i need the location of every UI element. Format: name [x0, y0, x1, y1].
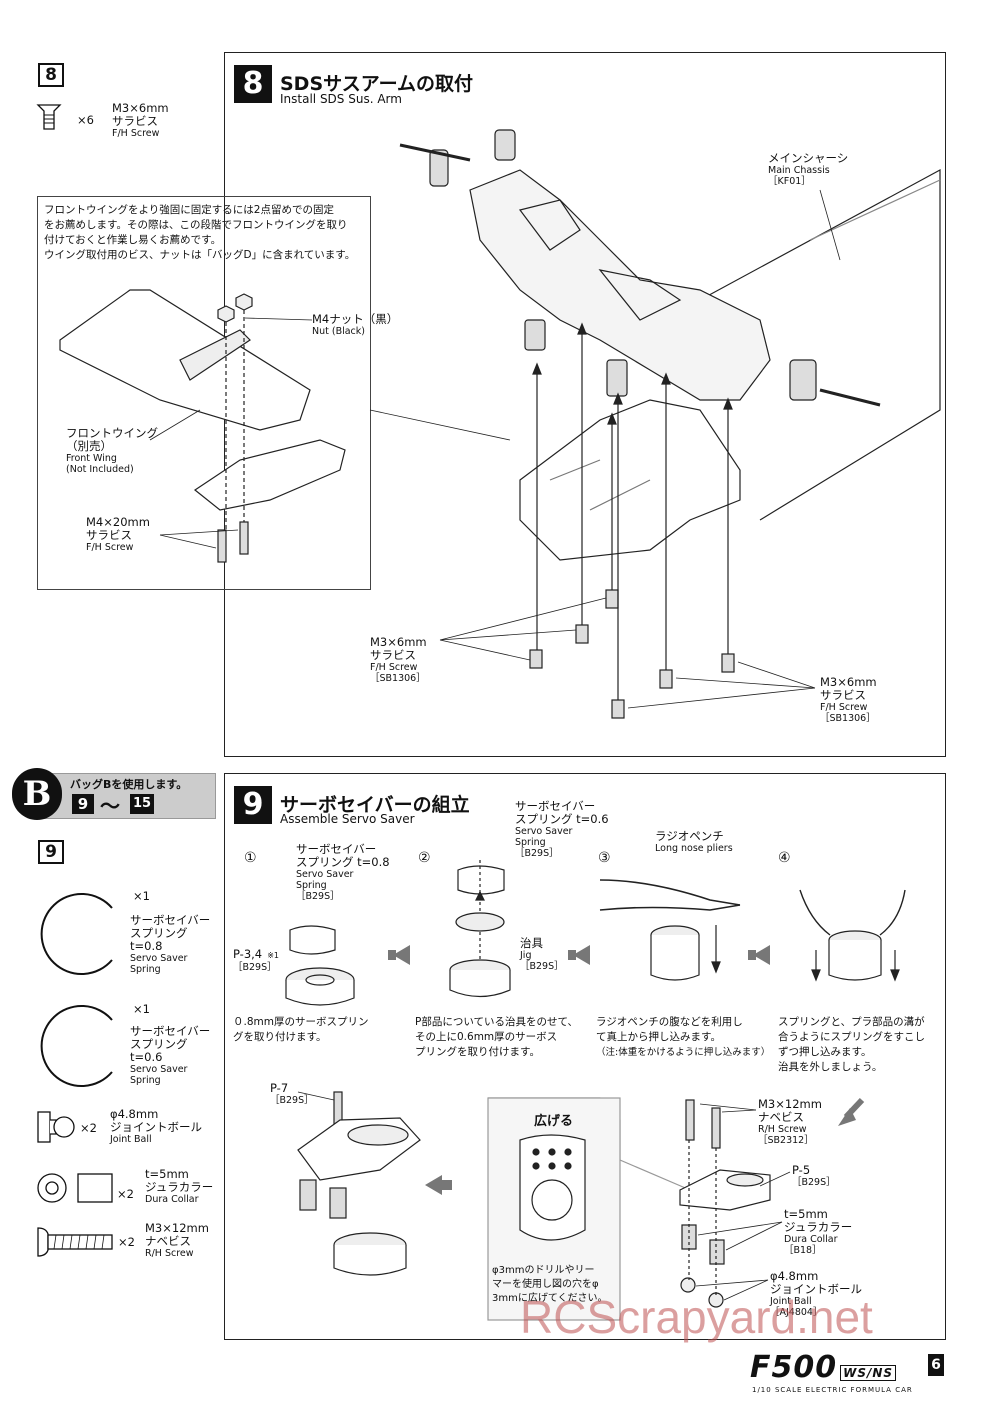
part-name-jp: サラビス: [112, 114, 158, 128]
step-8-badge: 8: [234, 65, 272, 103]
bag-b-to: 15: [130, 794, 154, 814]
part-qty: ×6: [77, 113, 94, 127]
spring-06-qty: ×1: [133, 1002, 150, 1016]
step-9-badge: 9: [234, 786, 272, 824]
joint-ball-label: φ4.8mm ジョイントボール Joint Ball: [110, 1107, 202, 1146]
spring-06-label: サーボセイバー スプリング t=0.6 Servo Saver Spring: [130, 1024, 211, 1087]
front-wing-label: フロントウイング （別売） Front Wing (Not Included): [66, 426, 158, 476]
step-9-sidebar-number: 9: [38, 840, 64, 864]
spring-ring-icon: [40, 893, 113, 975]
collar-qty: ×2: [117, 1187, 134, 1201]
screw-qty: ×2: [118, 1235, 135, 1249]
substep-4-number: ④: [778, 850, 791, 866]
sub1-part-label: P-3,4 ※1 ［B29S］: [233, 947, 280, 974]
step-9-illustration: [285, 860, 906, 1321]
joint-ball-qty: ×2: [80, 1121, 97, 1135]
front-wing-inset: [37, 196, 371, 590]
substep-3-number: ③: [598, 850, 611, 866]
spring-08-qty: ×1: [133, 889, 150, 903]
step-9-subtitle: Assemble Servo Saver: [280, 812, 415, 826]
screw-left-label: M3×6mm サラビス F/H Screw ［SB1306］: [370, 635, 427, 685]
part-size: M3×6mm: [112, 101, 169, 115]
collar-label: t=5mm ジュラカラー Dura Collar: [145, 1167, 214, 1206]
sub2-jig-label: 治具 Jig ［B29S］: [520, 936, 564, 973]
m4x20-screw-label: M4×20mm サラビス F/H Screw: [86, 515, 150, 554]
front-wing-note: フロントウイングをより強固に固定するには2点留めでの固定 をお薦めします。その際…: [44, 204, 356, 261]
dura-collar-label: t=5mm ジュラカラー Dura Collar ［B18］: [784, 1207, 853, 1257]
step-8-illustration: [59, 129, 941, 719]
screw-right-label: M3×6mm サラビス F/H Screw ［SB1306］: [820, 675, 877, 725]
widen-label: 広げる: [534, 1114, 574, 1129]
sub2-spring-label: サーボセイバー スプリング t=0.6 Servo Saver Spring ［…: [515, 799, 609, 860]
round-head-screw-icon: [37, 1227, 113, 1257]
footer-tagline: 1/10 SCALE ELECTRIC FORMULA CAR: [752, 1386, 913, 1394]
bag-b-from: 9: [72, 794, 94, 814]
step-9-panel: [224, 773, 946, 1340]
p5-label: P-5 ［B29S］: [792, 1163, 836, 1189]
step-9-title: サーボセイバーの組立: [280, 794, 470, 816]
page-number: 6: [928, 1354, 944, 1376]
bag-b-badge: B: [12, 768, 62, 820]
sub2-text: P部品についている治具をのせて、 その上に0.6mm厚のサーボス プリングを取り…: [415, 1016, 578, 1058]
sub3-text: ラジオペンチの腹などを利用し て真上から押し込みます。 （注:体重をかけるように…: [596, 1016, 771, 1058]
flat-head-screw-icon: [36, 104, 62, 130]
spring-ring-icon: [40, 1005, 113, 1087]
substep-1-number: ①: [244, 850, 257, 866]
substep-2-number: ②: [418, 850, 431, 866]
main-chassis-label: メインシャーシ Main Chassis ［KF01］: [768, 151, 849, 188]
p7-label: P-7 ［B29S］: [270, 1081, 314, 1107]
step-8-title: SDSサスアームの取付: [280, 73, 474, 95]
collar-icon: [37, 1173, 113, 1203]
joint-ball-icon: [37, 1111, 75, 1143]
screw-label: M3×12mm ナベビス R/H Screw: [145, 1221, 209, 1260]
bag-b-text: バッグBを使用します。: [70, 778, 188, 791]
sub3-pliers-label: ラジオペンチ Long nose pliers: [655, 829, 733, 855]
sub1-spring-label: サーボセイバー スプリング t=0.8 Servo Saver Spring ［…: [296, 842, 390, 903]
part-name-en: F/H Screw: [112, 128, 160, 139]
m4-nut-label: M4ナット（黒） Nut (Black): [312, 312, 399, 338]
sub4-text: スプリングと、プラ部品の溝が 合うようにスプリングをすこし ずつ押し込みます。 …: [778, 1016, 925, 1073]
step-8-subtitle: Install SDS Sus. Arm: [280, 92, 402, 106]
m3x12-screw-label: M3×12mm ナベビス R/H Screw ［SB2312］: [758, 1097, 822, 1147]
watermark: RCScrapyard.net: [520, 1291, 873, 1343]
spring-08-label: サーボセイバー スプリング t=0.8 Servo Saver Spring: [130, 913, 211, 976]
widen-note: φ3mmのドリルやリー マーを使用し図の穴をφ 3mmに広げてください。: [492, 1265, 608, 1304]
sub1-text: ０.8mm厚のサーボスプリン グを取り付けます。: [233, 1016, 369, 1043]
bag-b-tilde: 〜: [100, 794, 120, 818]
step-8-sidebar-number: 8: [38, 63, 64, 87]
joint-ball-bottom-label: φ4.8mm ジョイントボール Joint Ball ［AJ4804］: [770, 1269, 862, 1319]
